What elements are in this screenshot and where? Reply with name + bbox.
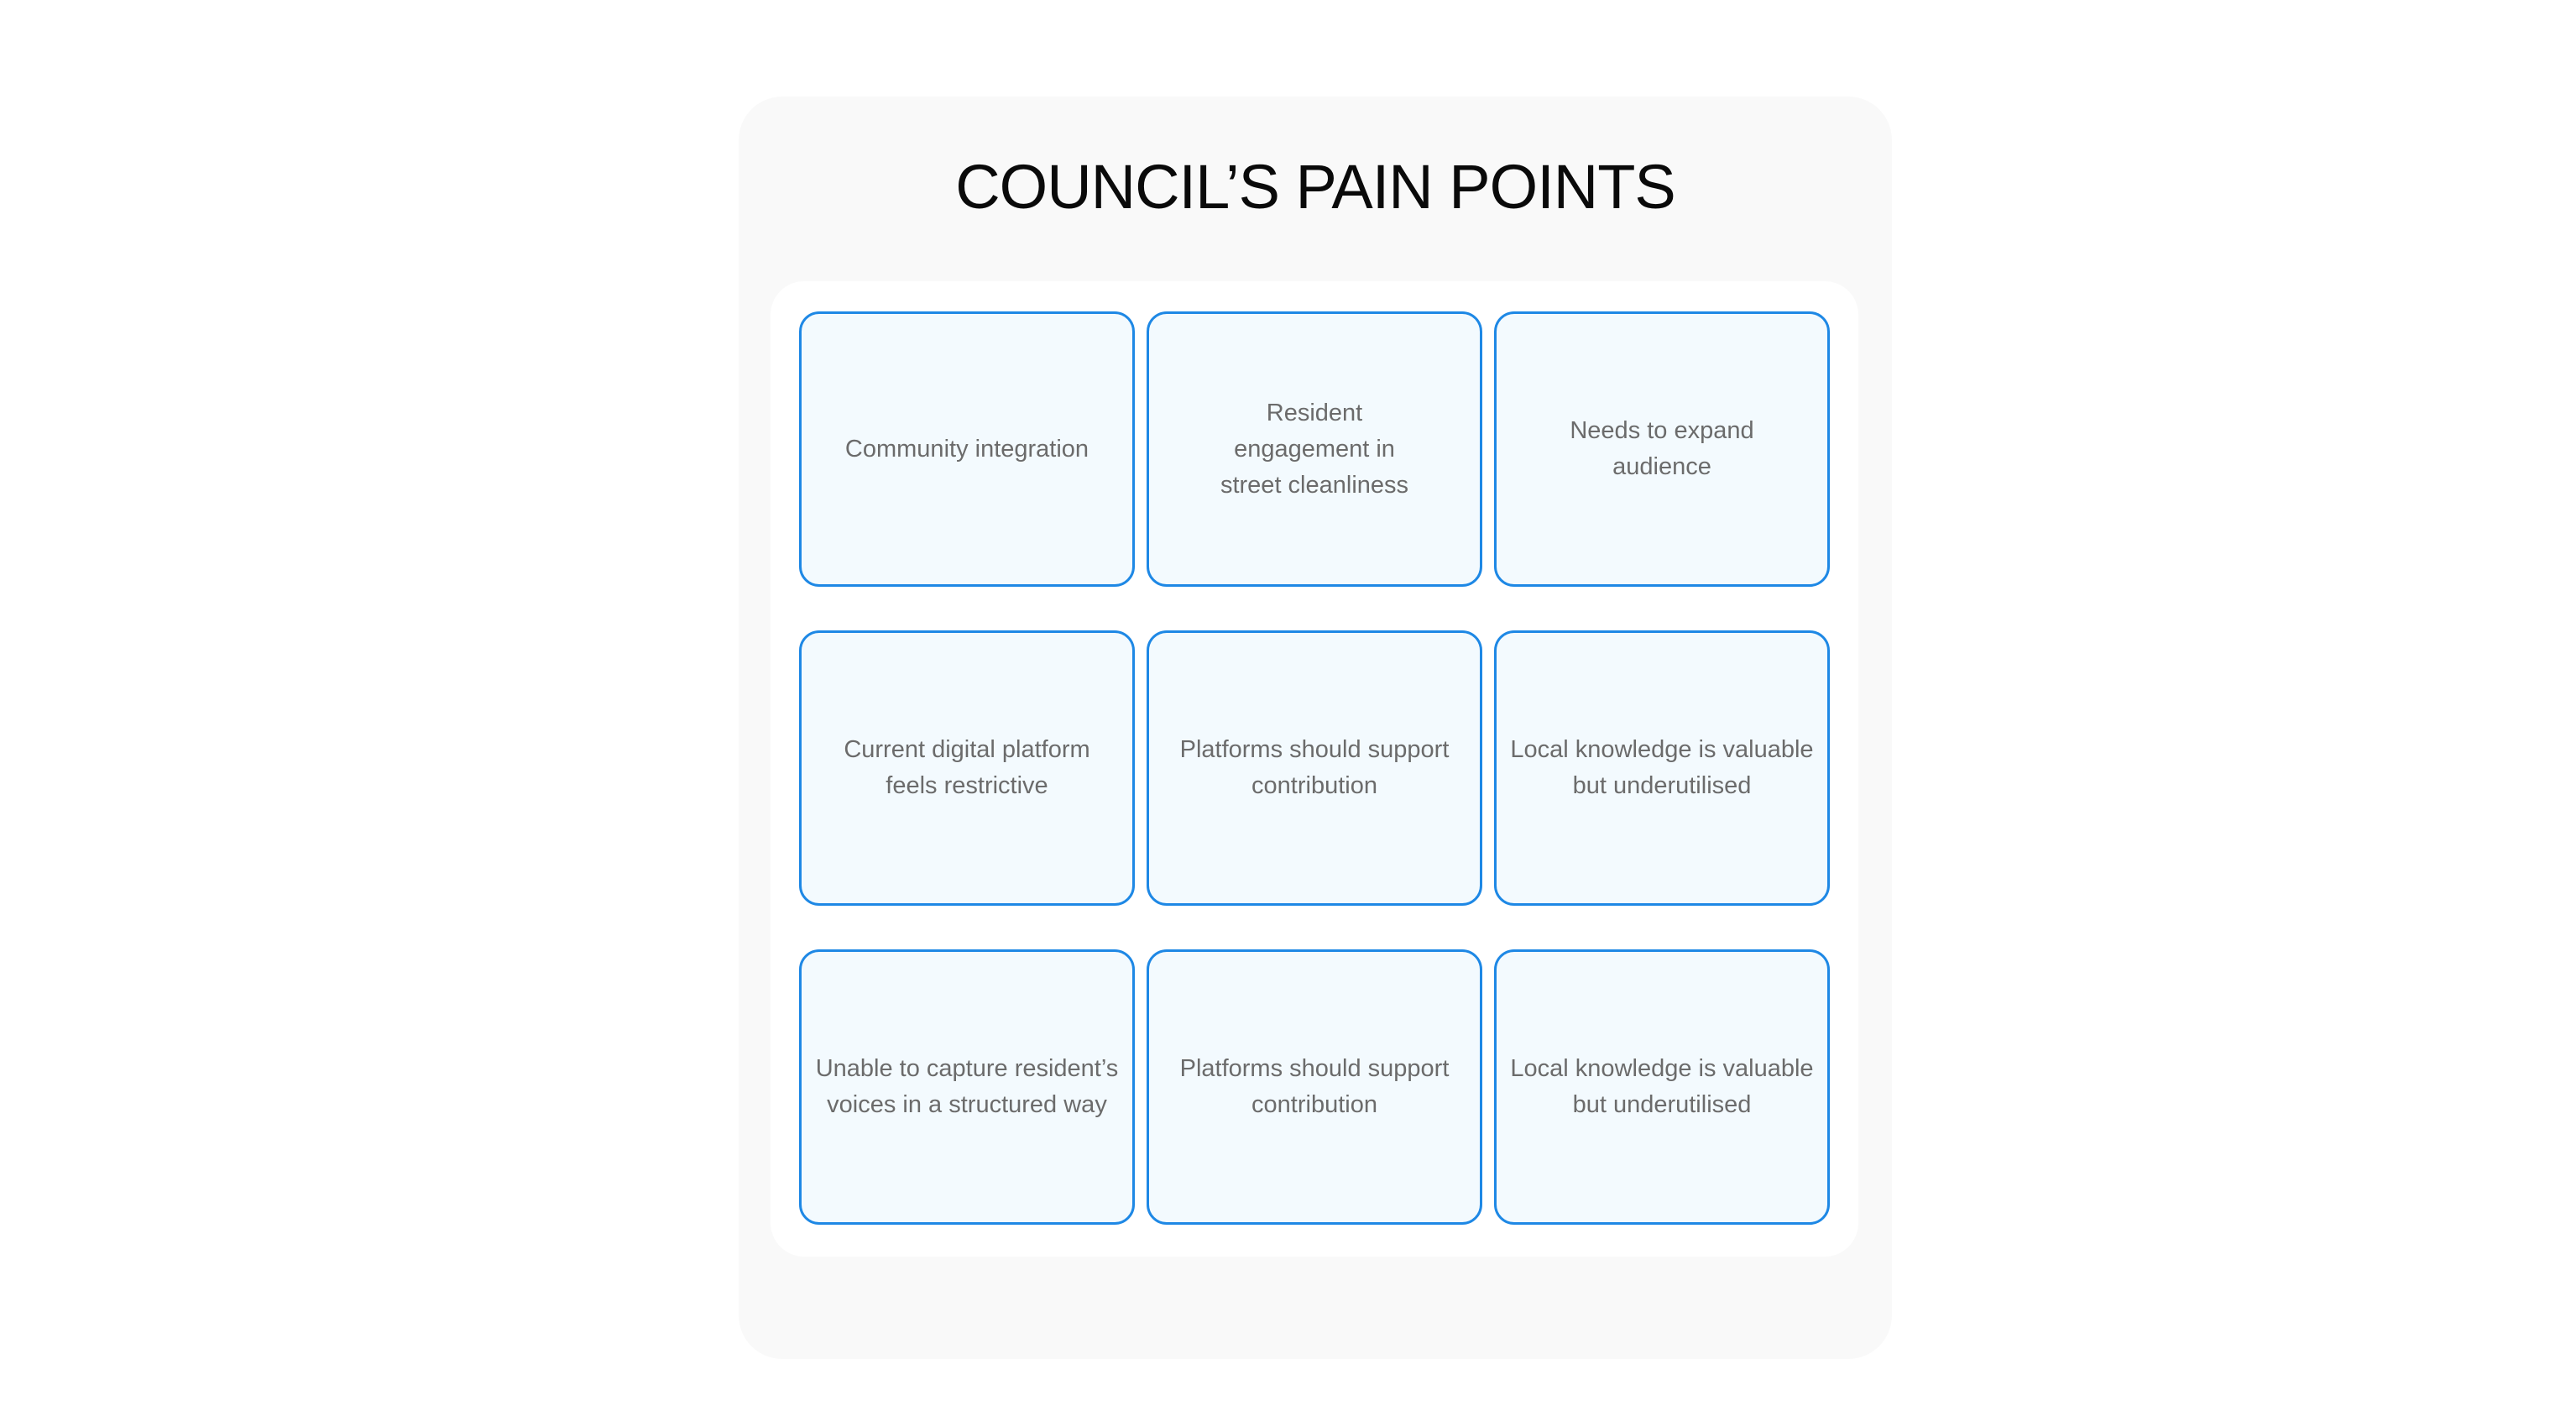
pain-point-text: Platforms should support contribution	[1179, 1055, 1450, 1118]
pain-point-card: Unable to capture resident’s voices in a…	[799, 949, 1135, 1225]
pain-point-card: Platforms should support contribution	[1147, 630, 1482, 906]
pain-point-text: Community integration	[844, 435, 1089, 463]
pain-point-card: Platforms should support contribution	[1147, 949, 1482, 1225]
pain-point-text: Current digital platform feels restricti…	[844, 736, 1090, 799]
pain-point-text: Local knowledge is valuable but underuti…	[1510, 736, 1814, 799]
pain-point-text: Unable to capture resident’s voices in a…	[815, 1055, 1119, 1118]
pain-points-panel: COUNCIL’S PAIN POINTS Community integrat…	[739, 97, 1892, 1359]
pain-point-text: Platforms should support contribution	[1179, 736, 1450, 799]
pain-point-card: Needs to expand audience	[1494, 311, 1830, 587]
cards-grid: Community integration Resident engagemen…	[799, 311, 1830, 1225]
pain-point-card: Resident engagement in street cleanlines…	[1147, 311, 1482, 587]
pain-point-card: Local knowledge is valuable but underuti…	[1494, 949, 1830, 1225]
pain-point-card: Local knowledge is valuable but underuti…	[1494, 630, 1830, 906]
pain-point-card: Current digital platform feels restricti…	[799, 630, 1135, 906]
cards-board: Community integration Resident engagemen…	[771, 281, 1858, 1257]
pain-point-text: Resident engagement in street cleanlines…	[1220, 399, 1409, 499]
pain-point-text: Needs to expand audience	[1570, 417, 1754, 480]
pain-point-text: Local knowledge is valuable but underuti…	[1510, 1055, 1814, 1118]
page-title: COUNCIL’S PAIN POINTS	[955, 152, 1676, 222]
pain-point-card: Community integration	[799, 311, 1135, 587]
